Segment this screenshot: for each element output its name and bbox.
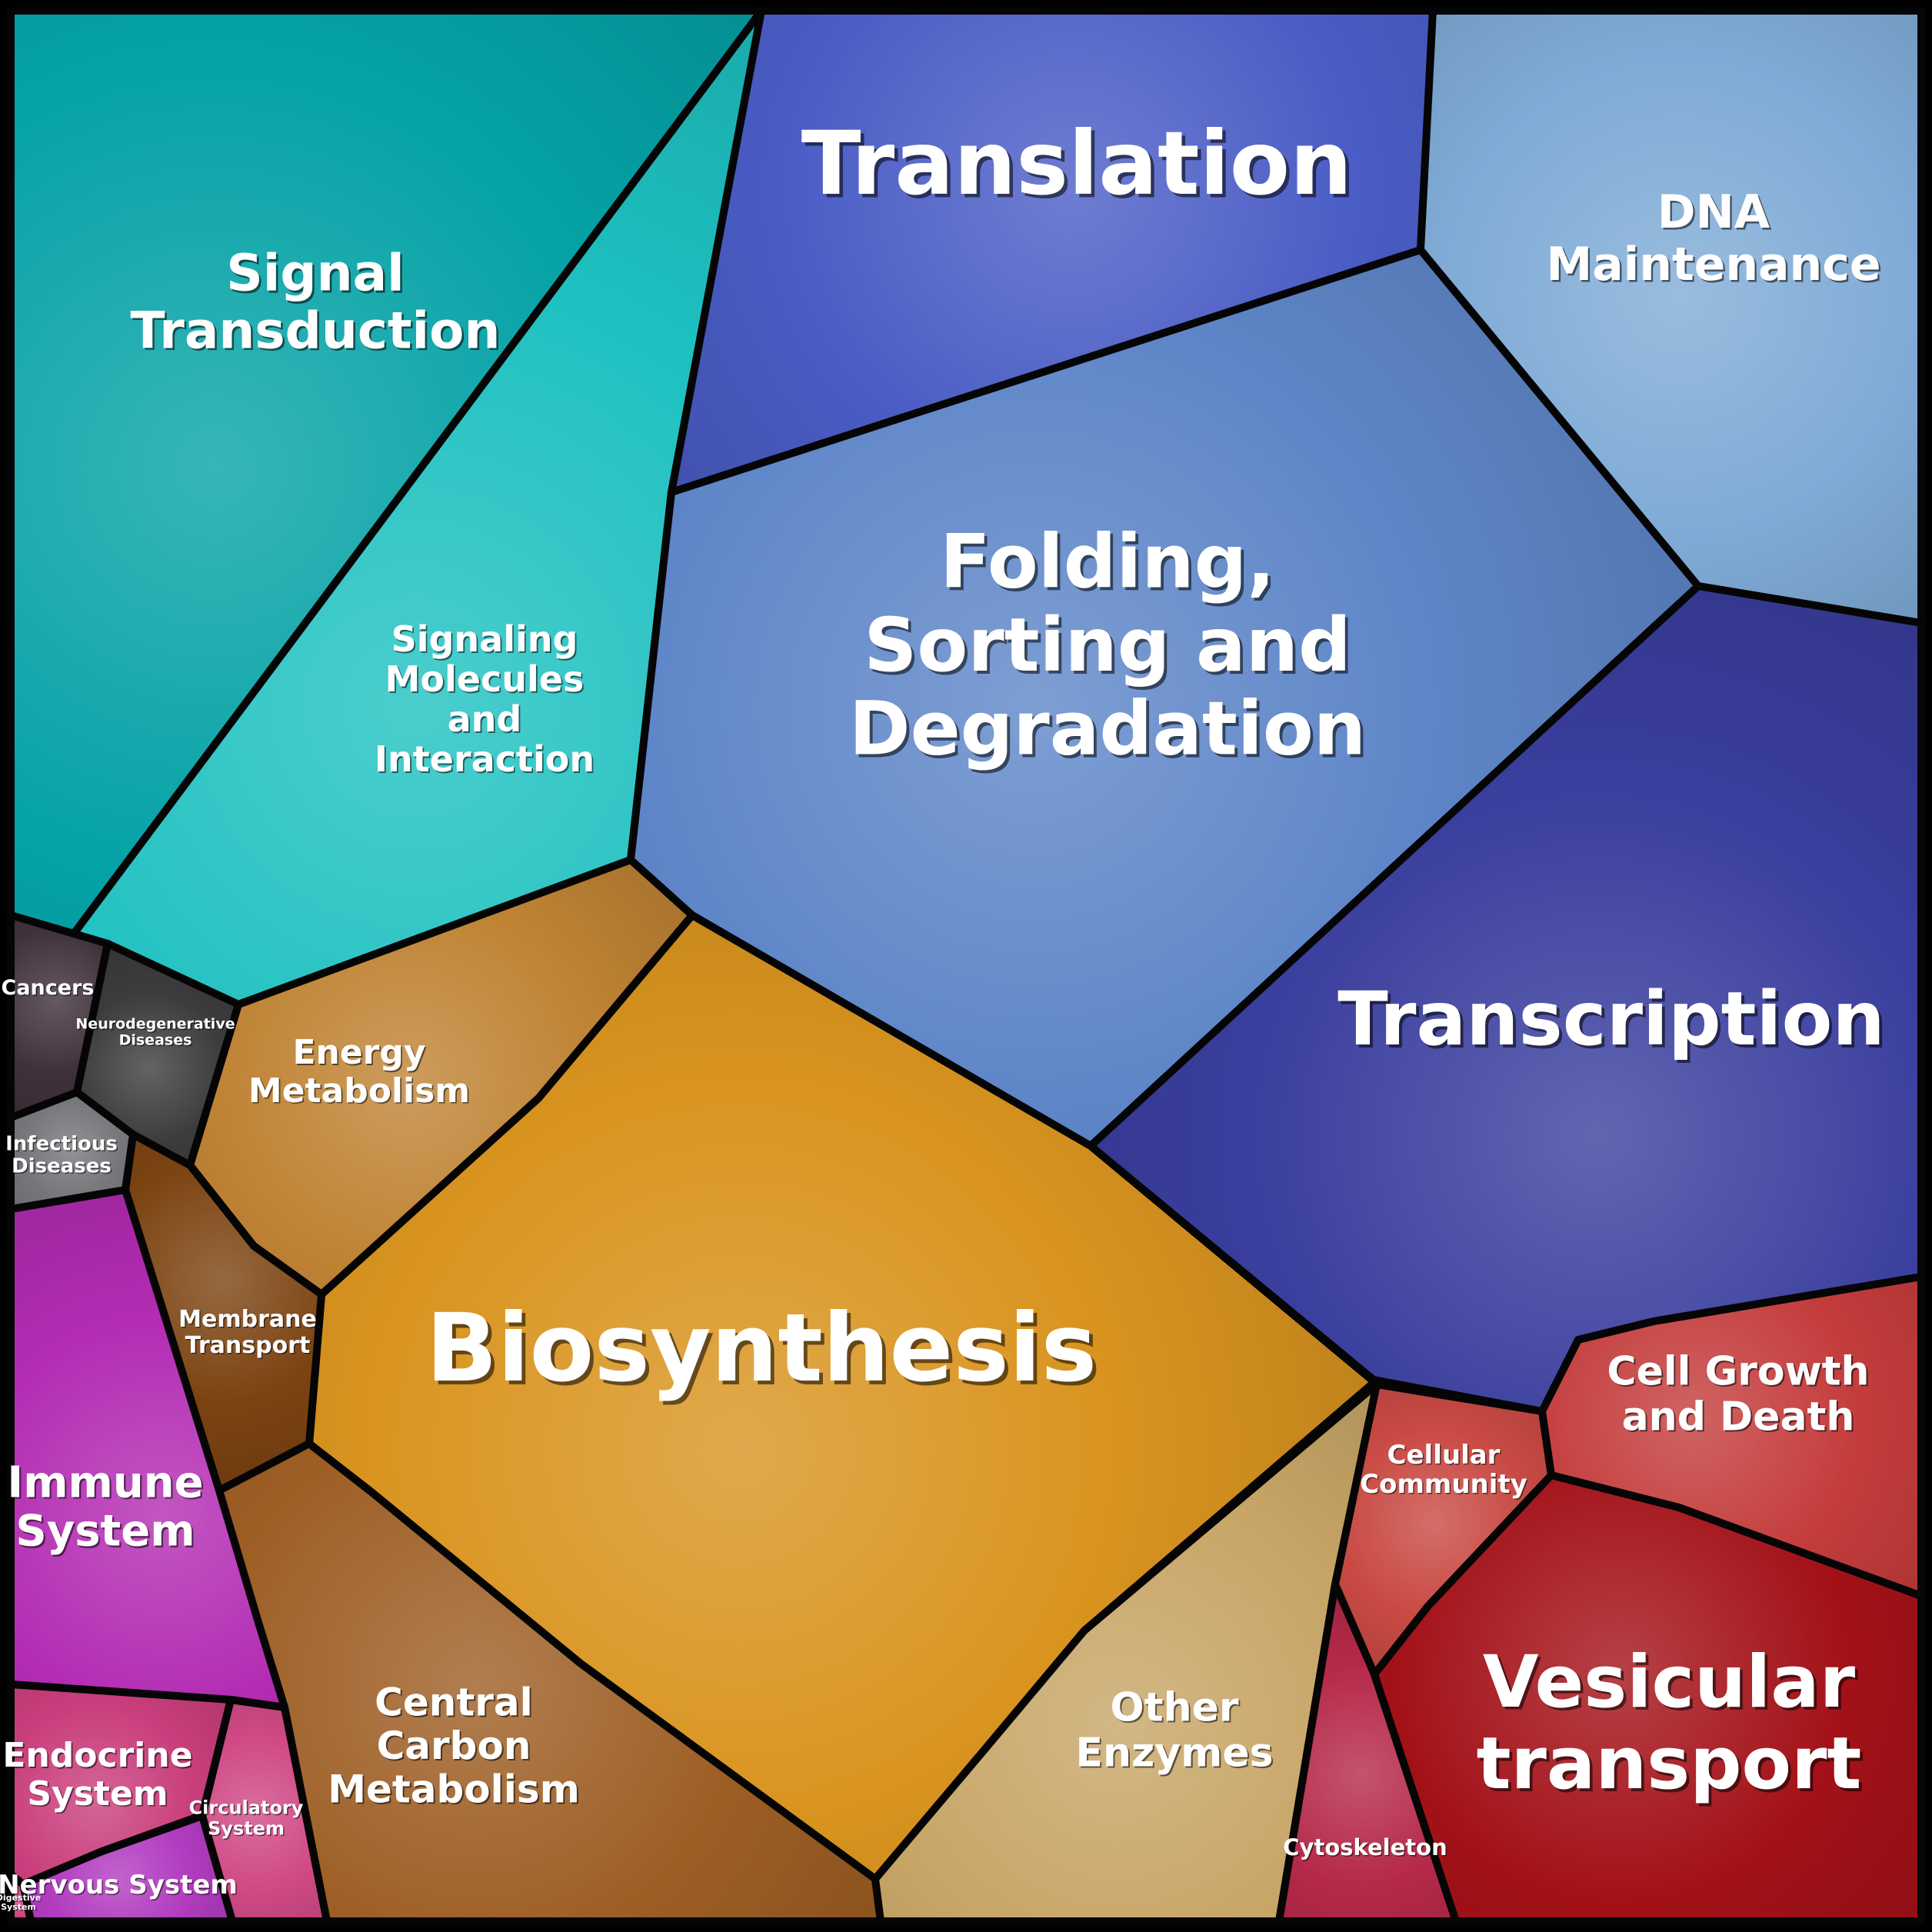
cell-label-shadow-cancers: Cancers: [2, 978, 95, 1001]
cell-label-cytoskeleton: Cytoskeleton: [1283, 1834, 1447, 1860]
cell-neurodegenerative-diseases: [73, 940, 242, 1169]
cell-label-shadow-nervous-system: Nervous System: [0, 1871, 238, 1902]
cell-label-nervous-system: Nervous System: [0, 1870, 238, 1900]
cell-label-shadow-cytoskeleton: Cytoskeleton: [1284, 1836, 1448, 1862]
cell-digestive-system: [7, 1870, 35, 1925]
cell-label-biosynthesis: Biosynthesis: [426, 1294, 1098, 1403]
cell-circulatory-system: [198, 1696, 331, 1925]
cell-label-cancers: Cancers: [2, 976, 95, 1000]
cell-label-shadow-translation: Translation: [804, 116, 1355, 218]
cell-label-shadow-transcription: Transcription: [1341, 979, 1888, 1065]
cell-label-translation: Translation: [801, 112, 1352, 215]
cell-cell-growth-and-death: [1538, 1273, 1925, 1600]
cell-label-shadow-biosynthesis: Biosynthesis: [430, 1297, 1101, 1407]
cell-label-transcription: Transcription: [1337, 976, 1885, 1062]
treemap-cells: [7, 7, 1925, 1925]
